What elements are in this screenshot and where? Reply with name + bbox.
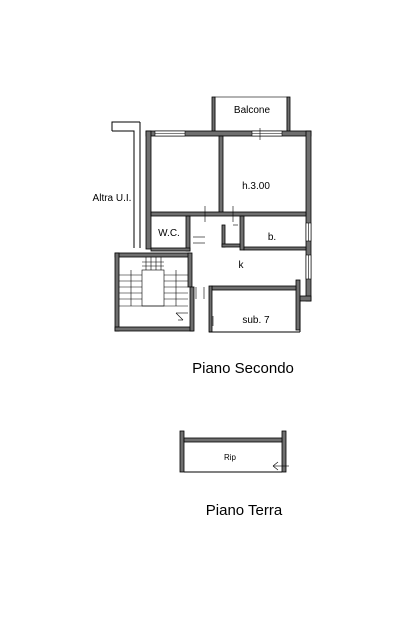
interior-walls (150, 135, 307, 252)
lower-zone (208, 279, 312, 333)
height-label: h.3.00 (242, 181, 270, 192)
piano-terra-plan: Rip Piano Terra (179, 430, 289, 519)
piano-secondo-title: Piano Secondo (192, 360, 294, 377)
room-labels-secondo: Balcone h.3.00 Altra U.I. W.C. b. k sub.… (93, 105, 277, 326)
stairwell (114, 252, 214, 332)
sub-label: sub. 7 (242, 315, 270, 326)
kitchen-label: k (239, 260, 245, 271)
piano-terra-title: Piano Terra (206, 502, 283, 519)
piano-secondo-plan: Balcone h.3.00 Altra U.I. W.C. b. k sub.… (93, 96, 312, 377)
door-marks (193, 128, 261, 244)
bagno-label: b. (268, 232, 276, 243)
rip-label: Rip (224, 453, 237, 462)
balcone-label: Balcone (234, 105, 271, 116)
altra-ui-label: Altra U.I. (93, 193, 132, 204)
neighbour-boundary (111, 121, 141, 248)
wc-label: W.C. (158, 228, 180, 239)
